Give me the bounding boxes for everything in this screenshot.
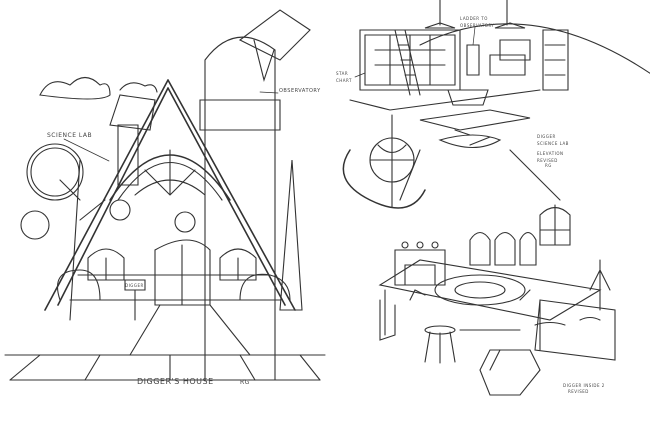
label-star-chart: Star Chart [336,71,352,83]
house-title: Digger's House [137,377,214,386]
diggers-house-sketch [4,9,326,381]
label-observatory: Observatory [279,88,321,94]
inside-caption-title: Digger Inside 2 [563,383,605,388]
label-mailbox: Digger [125,283,144,288]
lab-caption-title: Digger Science Lab [537,134,569,146]
science-lab-sketch [342,0,650,209]
inside-caption-revised: Revised [568,389,589,394]
inside-sketch [378,204,616,396]
lab-signature: RG [545,163,552,168]
label-science-lab: Science Lab [47,132,93,139]
label-ladder: Ladder to Observatory [460,16,495,28]
lab-caption-revised: Elevation Revised [537,151,564,163]
house-signature: RG [240,379,250,386]
